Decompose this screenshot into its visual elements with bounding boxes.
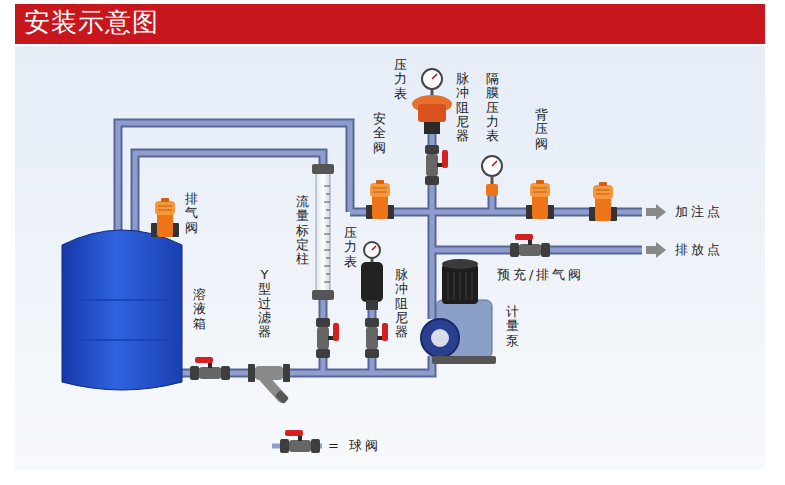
filter-label: Y型过滤器 — [258, 268, 271, 339]
damper-label: 脉冲阻尼器 — [395, 268, 408, 339]
valve-label: 背压阀 — [535, 108, 548, 151]
column-label: 流量标定柱 — [296, 195, 309, 266]
gauge-label: 压力表 — [394, 58, 407, 101]
endpoint-label: 加注点 — [675, 204, 723, 220]
title-text: 安装示意图 — [24, 6, 159, 38]
gauge-label: 隔膜压力表 — [486, 72, 499, 143]
damper-label: 脉冲阻尼器 — [456, 72, 469, 143]
valve-label: 预充/排气阀 — [497, 267, 584, 283]
pump-label: 计量泵 — [506, 305, 519, 348]
valve-label: 安全阀 — [373, 112, 386, 155]
gauge-label: 压力表 — [344, 226, 357, 269]
valve-label: 排气阀 — [185, 192, 198, 235]
tank-label: 溶液箱 — [193, 288, 206, 331]
legend-text: = 球阀 — [328, 438, 381, 454]
endpoint-label: 排放点 — [675, 242, 723, 258]
